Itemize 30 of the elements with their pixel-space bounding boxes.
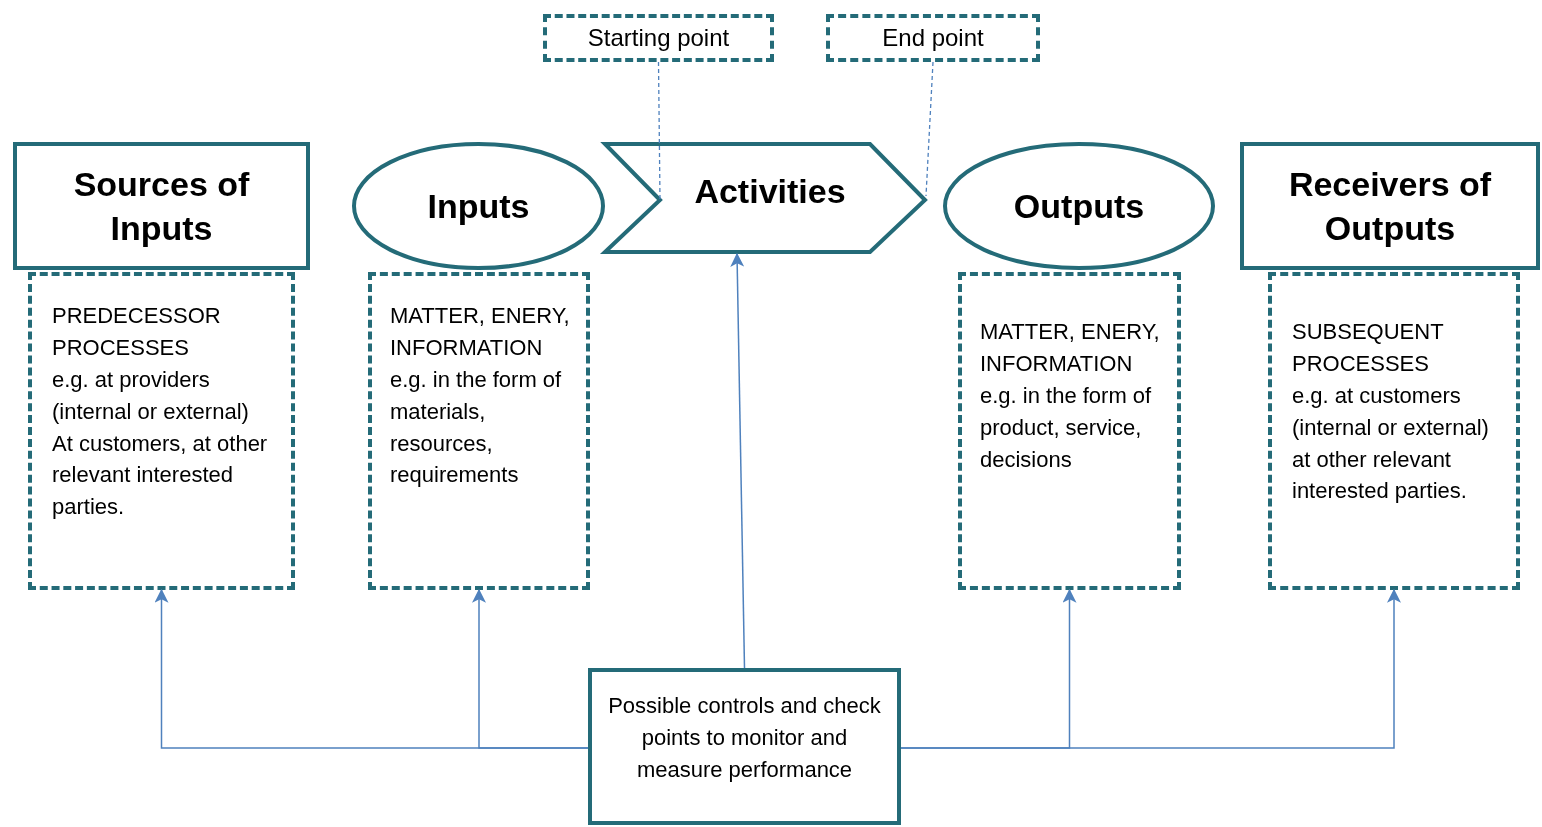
label-text: Possible controls and check points to monitor and measure performance <box>607 692 882 784</box>
dashed-label-box <box>826 14 1040 62</box>
heading-text: Inputs <box>427 185 530 227</box>
dashed-text-box <box>368 272 590 590</box>
heading-text: Sources of Inputs <box>72 163 251 249</box>
body-text: e.g. in the form of materials, resources, requirements <box>390 365 563 490</box>
body-text: e.g. at providers (internal or external) <box>52 365 250 426</box>
heading-text: Outputs <box>1013 185 1145 227</box>
chevron-shape <box>603 142 927 254</box>
body-text: at other relevant interested parties. <box>1292 445 1468 506</box>
dashed-text-box <box>958 272 1181 590</box>
arrow <box>900 588 1401 749</box>
dashed-label-box <box>543 14 774 62</box>
body-text: At customers, at other relevant interested parties. <box>52 429 269 522</box>
body-text: e.g. at customers (internal or external) <box>1292 381 1490 442</box>
ellipse-node <box>352 142 605 270</box>
header-box <box>1240 142 1540 270</box>
heading-text: Receivers of Outputs <box>1287 163 1493 249</box>
label-text: Starting point <box>587 22 730 53</box>
dashed-text-box <box>1268 272 1520 590</box>
body-text: e.g. in the form of product, service, decisions <box>980 381 1153 474</box>
leader-line <box>657 61 661 201</box>
heading-text: Activities <box>694 170 846 212</box>
control-box <box>588 668 901 825</box>
dashed-text-box <box>28 272 295 590</box>
arrow <box>730 252 746 669</box>
label-text: End point <box>882 22 984 53</box>
ellipse-node <box>943 142 1215 270</box>
header-box <box>13 142 310 270</box>
arrow <box>472 588 589 749</box>
